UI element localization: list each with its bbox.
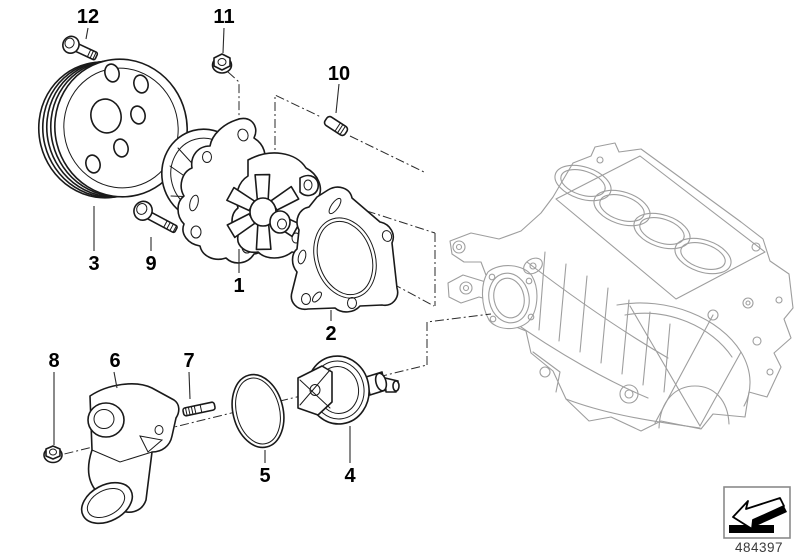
water-pump — [160, 117, 323, 264]
image-direction-box — [723, 486, 791, 539]
pulley — [37, 58, 188, 199]
callout-12[interactable]: 12 — [76, 6, 100, 28]
bolt-12 — [62, 35, 99, 61]
callout-6[interactable]: 6 — [109, 350, 121, 372]
callout-2[interactable]: 2 — [325, 323, 337, 345]
thermostat-housing — [80, 383, 180, 525]
callout-11[interactable]: 11 — [213, 6, 235, 28]
bolt-9 — [133, 200, 178, 234]
nut-11 — [211, 53, 233, 74]
engine-block — [447, 142, 794, 432]
o-ring — [231, 373, 285, 449]
callout-1[interactable]: 1 — [233, 275, 245, 297]
stud-7 — [182, 401, 216, 417]
callout-9[interactable]: 9 — [145, 253, 157, 275]
image-number: 484397 — [734, 540, 784, 555]
arrow-down-left-icon — [729, 497, 787, 533]
crankcase-ribs — [507, 251, 671, 399]
nut-8 — [43, 445, 63, 464]
water-pump-port — [481, 257, 543, 330]
thermostat — [297, 355, 400, 425]
callout-5[interactable]: 5 — [259, 465, 271, 487]
callout-7[interactable]: 7 — [183, 350, 195, 372]
callout-4[interactable]: 4 — [344, 465, 356, 487]
callout-8[interactable]: 8 — [48, 350, 60, 372]
block-left-bosses — [452, 240, 561, 393]
bell-housing — [616, 296, 783, 429]
pump-impeller — [226, 173, 300, 251]
stud-10 — [323, 115, 349, 137]
callout-3[interactable]: 3 — [88, 253, 100, 275]
cylinder-bores — [554, 164, 732, 275]
gasket — [290, 186, 399, 313]
leader-lines — [53, 27, 351, 463]
callout-10[interactable]: 10 — [327, 63, 351, 85]
